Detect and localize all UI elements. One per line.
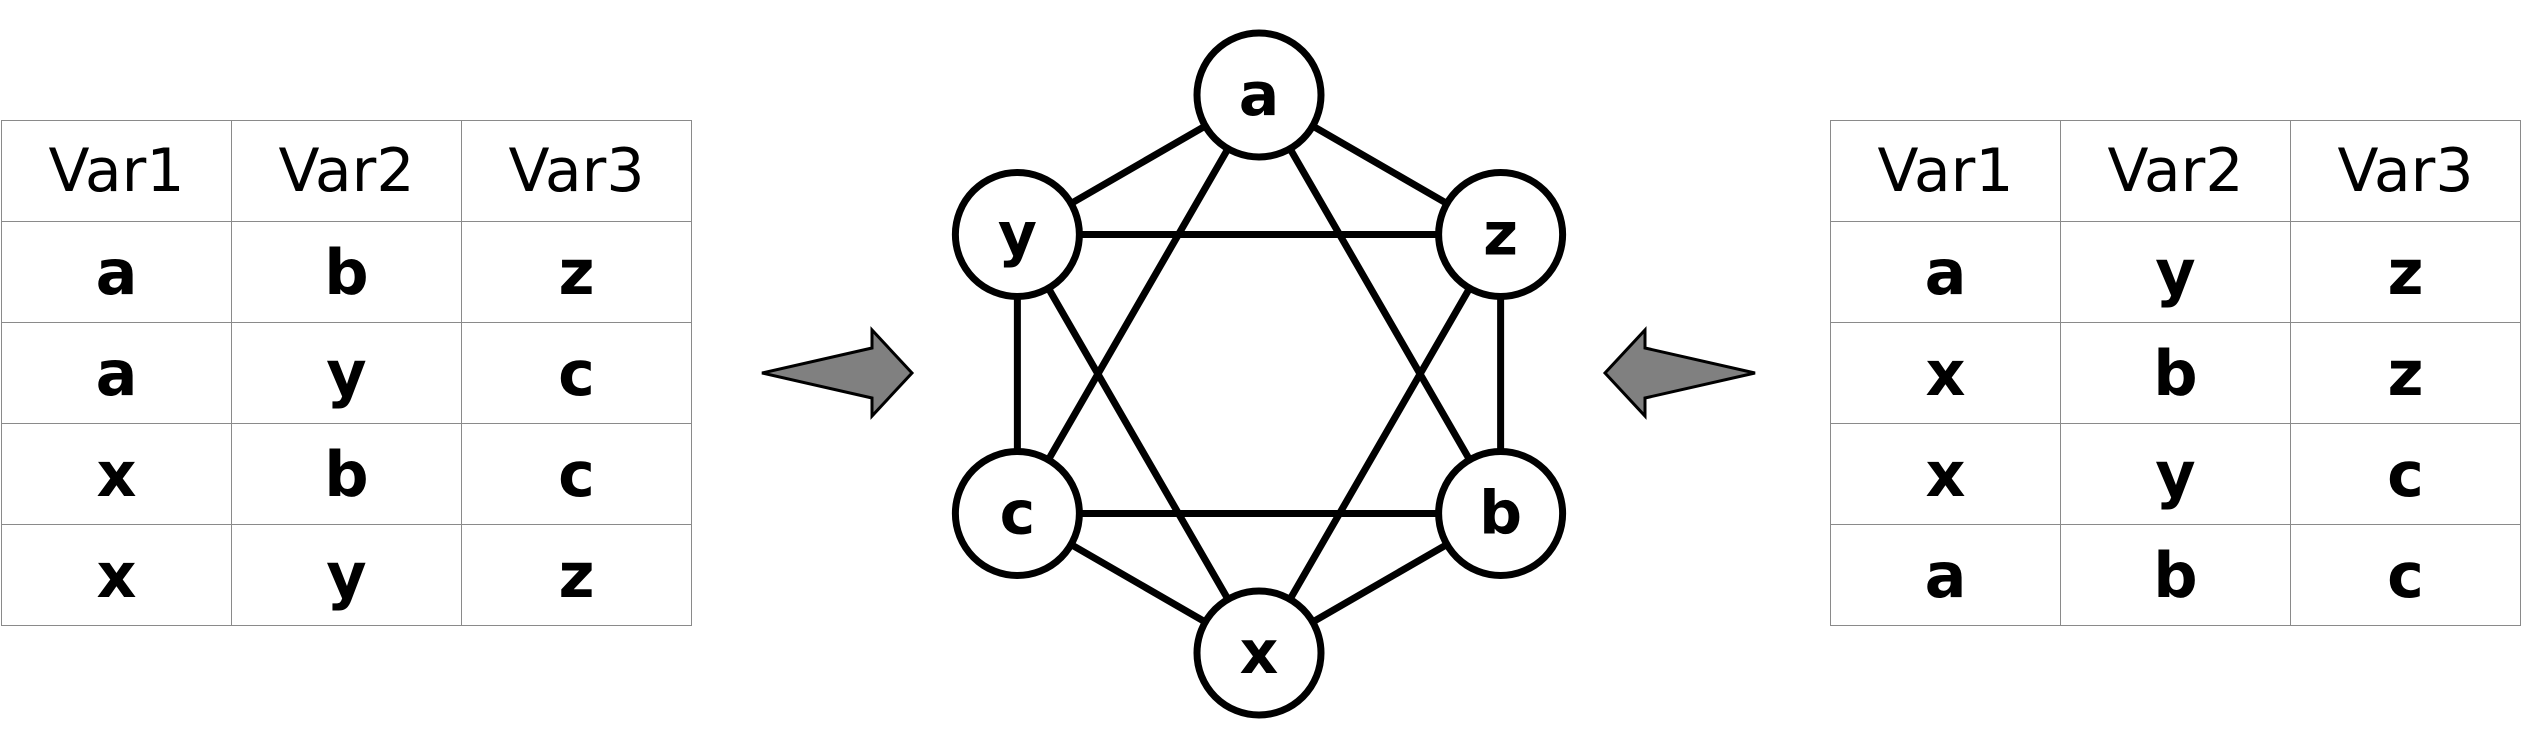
node-c: c bbox=[951, 448, 1083, 579]
table-header-row: Var1 Var2 Var3 bbox=[1, 120, 692, 222]
table-cell: z bbox=[2290, 322, 2521, 424]
node-b: b bbox=[1435, 448, 1567, 579]
table-row: x y z bbox=[1, 524, 692, 626]
table-row: a y c bbox=[1, 322, 692, 424]
header-cell: Var3 bbox=[461, 120, 692, 222]
table-cell: a bbox=[1830, 524, 2061, 626]
header-cell: Var2 bbox=[231, 120, 462, 222]
node-label: c bbox=[1000, 479, 1036, 549]
graph-nodes: a z b x c y bbox=[951, 29, 1567, 719]
node-circle bbox=[1435, 448, 1567, 579]
table-cell: x bbox=[1, 524, 232, 626]
header-cell: Var1 bbox=[1830, 120, 2061, 222]
node-a: a bbox=[1193, 29, 1325, 161]
edge-a-c bbox=[1014, 93, 1263, 516]
table-cell: b bbox=[231, 423, 462, 525]
arrow-right-icon bbox=[761, 326, 915, 420]
node-z: z bbox=[1435, 169, 1567, 300]
left-table: Var1 Var2 Var3 a b z a y c x b c x y z bbox=[1, 120, 692, 626]
table-cell: x bbox=[1, 423, 232, 525]
table-cell: z bbox=[2290, 221, 2521, 323]
right-table: Var1 Var2 Var3 a y z x b z x y c a b c bbox=[1830, 120, 2521, 626]
table-cell: y bbox=[2060, 423, 2291, 525]
node-circle bbox=[951, 448, 1083, 579]
node-label: x bbox=[1240, 618, 1279, 688]
header-cell: Var2 bbox=[2060, 120, 2291, 222]
node-label: b bbox=[1479, 479, 1522, 549]
header-cell: Var1 bbox=[1, 120, 232, 222]
table-row: x b z bbox=[1830, 322, 2521, 424]
table-cell: x bbox=[1830, 423, 2061, 525]
table-cell: x bbox=[1830, 322, 2061, 424]
header-cell: Var3 bbox=[2290, 120, 2521, 222]
edge-z-x bbox=[1255, 232, 1504, 655]
node-circle bbox=[1193, 587, 1325, 719]
node-x: x bbox=[1193, 587, 1325, 719]
node-label: y bbox=[998, 200, 1037, 270]
node-y: y bbox=[951, 169, 1083, 300]
table-cell: c bbox=[461, 322, 692, 424]
node-label: z bbox=[1483, 200, 1518, 270]
edge-y-x bbox=[1014, 232, 1263, 655]
node-circle bbox=[1193, 29, 1325, 161]
arrow-left-icon bbox=[1602, 326, 1756, 420]
node-circle bbox=[951, 169, 1083, 300]
graph-edges bbox=[1013, 91, 1505, 657]
node-label: a bbox=[1239, 60, 1280, 130]
node-circle bbox=[1435, 169, 1567, 300]
table-cell: b bbox=[2060, 322, 2291, 424]
table-cell: b bbox=[2060, 524, 2291, 626]
table-row: x y c bbox=[1830, 423, 2521, 525]
table-cell: y bbox=[231, 322, 462, 424]
table-cell: y bbox=[231, 524, 462, 626]
table-cell: z bbox=[461, 524, 692, 626]
table-row: a b c bbox=[1830, 524, 2521, 626]
edge-a-b bbox=[1255, 93, 1504, 516]
table-cell: c bbox=[2290, 524, 2521, 626]
table-cell: c bbox=[2290, 423, 2521, 525]
table-row: x b c bbox=[1, 423, 692, 525]
table-row: a y z bbox=[1830, 221, 2521, 323]
table-cell: y bbox=[2060, 221, 2291, 323]
table-cell: z bbox=[461, 221, 692, 323]
table-cell: c bbox=[461, 423, 692, 525]
table-header-row: Var1 Var2 Var3 bbox=[1830, 120, 2521, 222]
